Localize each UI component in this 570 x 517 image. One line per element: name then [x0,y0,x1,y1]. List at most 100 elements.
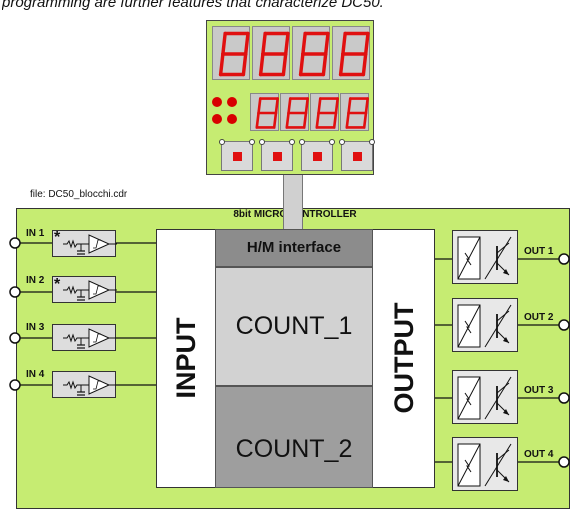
count-1-block: COUNT_1 [215,267,373,386]
display-module [206,20,375,175]
seven-segment-digit [298,31,330,77]
seven-segment-digit [285,97,309,129]
seven-segment-digit [255,97,279,129]
hm-interface-block: H/M interface [215,229,373,267]
digit-segment [298,52,305,77]
digit-segment [364,97,369,115]
output-label-1: OUT 1 [524,246,554,257]
input-label-3: IN 3 [26,322,45,333]
digit-segment [323,31,330,56]
output-optocoupler-3 [452,370,518,424]
output-optocoupler-4 [452,437,518,491]
digit-segment [361,52,368,77]
digit-segment [241,52,248,77]
display-cable [283,173,303,229]
keypad-button-4[interactable] [339,139,375,171]
digit-segment [261,31,267,56]
optocoupler-icon [457,304,512,348]
upper-digit-4 [332,26,370,80]
digit-segment [334,97,339,115]
seven-segment-digit [315,97,339,129]
file-label: file: DC50_blocchi.cdr [30,189,128,200]
digit-segment [363,31,370,56]
output-terminal-4 [558,456,570,468]
optocoupler-icon [457,443,512,487]
digit-segment [304,97,309,115]
seven-segment-digit [258,31,290,77]
digit-segment [345,111,350,129]
schmitt-buffer-icon [63,328,117,349]
digit-segment [338,52,345,77]
digit-segment [315,111,320,129]
seven-segment-digit [338,31,370,77]
keypad-button-2[interactable] [259,139,295,171]
digit-segment [332,111,338,129]
digit-segment [255,111,260,129]
digit-segment [362,111,368,129]
output-label-4: OUT 4 [524,449,554,460]
keypad-button-1[interactable] [219,139,255,171]
status-led-2 [227,97,237,107]
input-terminal-4 [9,379,21,391]
output-terminal-1 [558,253,570,265]
lower-digit-4 [340,93,369,131]
input-terminal-1 [9,237,21,249]
output-optocoupler-1 [452,230,518,284]
seven-segment-digit [218,31,250,77]
digit-segment [274,97,279,115]
output-label-3: OUT 3 [524,385,554,396]
input-conditioner-4 [52,371,117,398]
input-conditioner-3 [52,324,117,351]
seven-segment-digit [345,97,369,129]
status-led-4 [227,114,237,124]
input-conditioner-2 [52,276,117,303]
input-terminal-3 [9,332,21,344]
input-terminal-2 [9,286,21,298]
digit-segment [285,111,290,129]
digit-segment [321,52,328,77]
upper-digit-3 [292,26,330,80]
digit-segment [243,31,250,56]
digit-segment [287,97,292,115]
digit-segment [218,52,225,77]
optocoupler-icon [457,376,512,420]
status-led-3 [212,114,222,124]
input-conditioner-1 [52,230,117,257]
upper-digit-2 [252,26,290,80]
lower-digit-1 [250,93,279,131]
optocoupler-icon [457,236,512,280]
digit-segment [283,31,290,56]
digit-segment [347,97,352,115]
schmitt-buffer-icon [63,280,117,301]
input-block-label: INPUT [171,317,201,399]
keypad-button-3[interactable] [299,139,335,171]
lower-digit-2 [280,93,309,131]
digit-segment [341,31,347,56]
digit-segment [258,52,265,77]
schmitt-buffer-icon [63,375,117,396]
digit-segment [301,31,307,56]
upper-digit-1 [212,26,250,80]
digit-segment [272,111,278,129]
output-label-2: OUT 2 [524,312,554,323]
output-terminal-3 [558,392,570,404]
caption-text: programming are further features that ch… [2,0,384,11]
input-star-1: * [54,229,61,246]
digit-segment [281,52,288,77]
digit-segment [221,31,227,56]
digit-segment [302,111,308,129]
digit-segment [317,97,322,115]
count-2-block: COUNT_2 [215,386,373,488]
status-led-1 [212,97,222,107]
input-star-2: * [54,276,61,293]
digit-segment [257,97,262,115]
input-label-2: IN 2 [26,275,45,286]
input-label-1: IN 1 [26,228,45,239]
output-optocoupler-2 [452,298,518,352]
output-block-label: OUTPUT [389,302,419,414]
schmitt-buffer-icon [63,234,117,255]
lower-digit-3 [310,93,339,131]
output-terminal-2 [558,319,570,331]
input-label-4: IN 4 [26,369,45,380]
